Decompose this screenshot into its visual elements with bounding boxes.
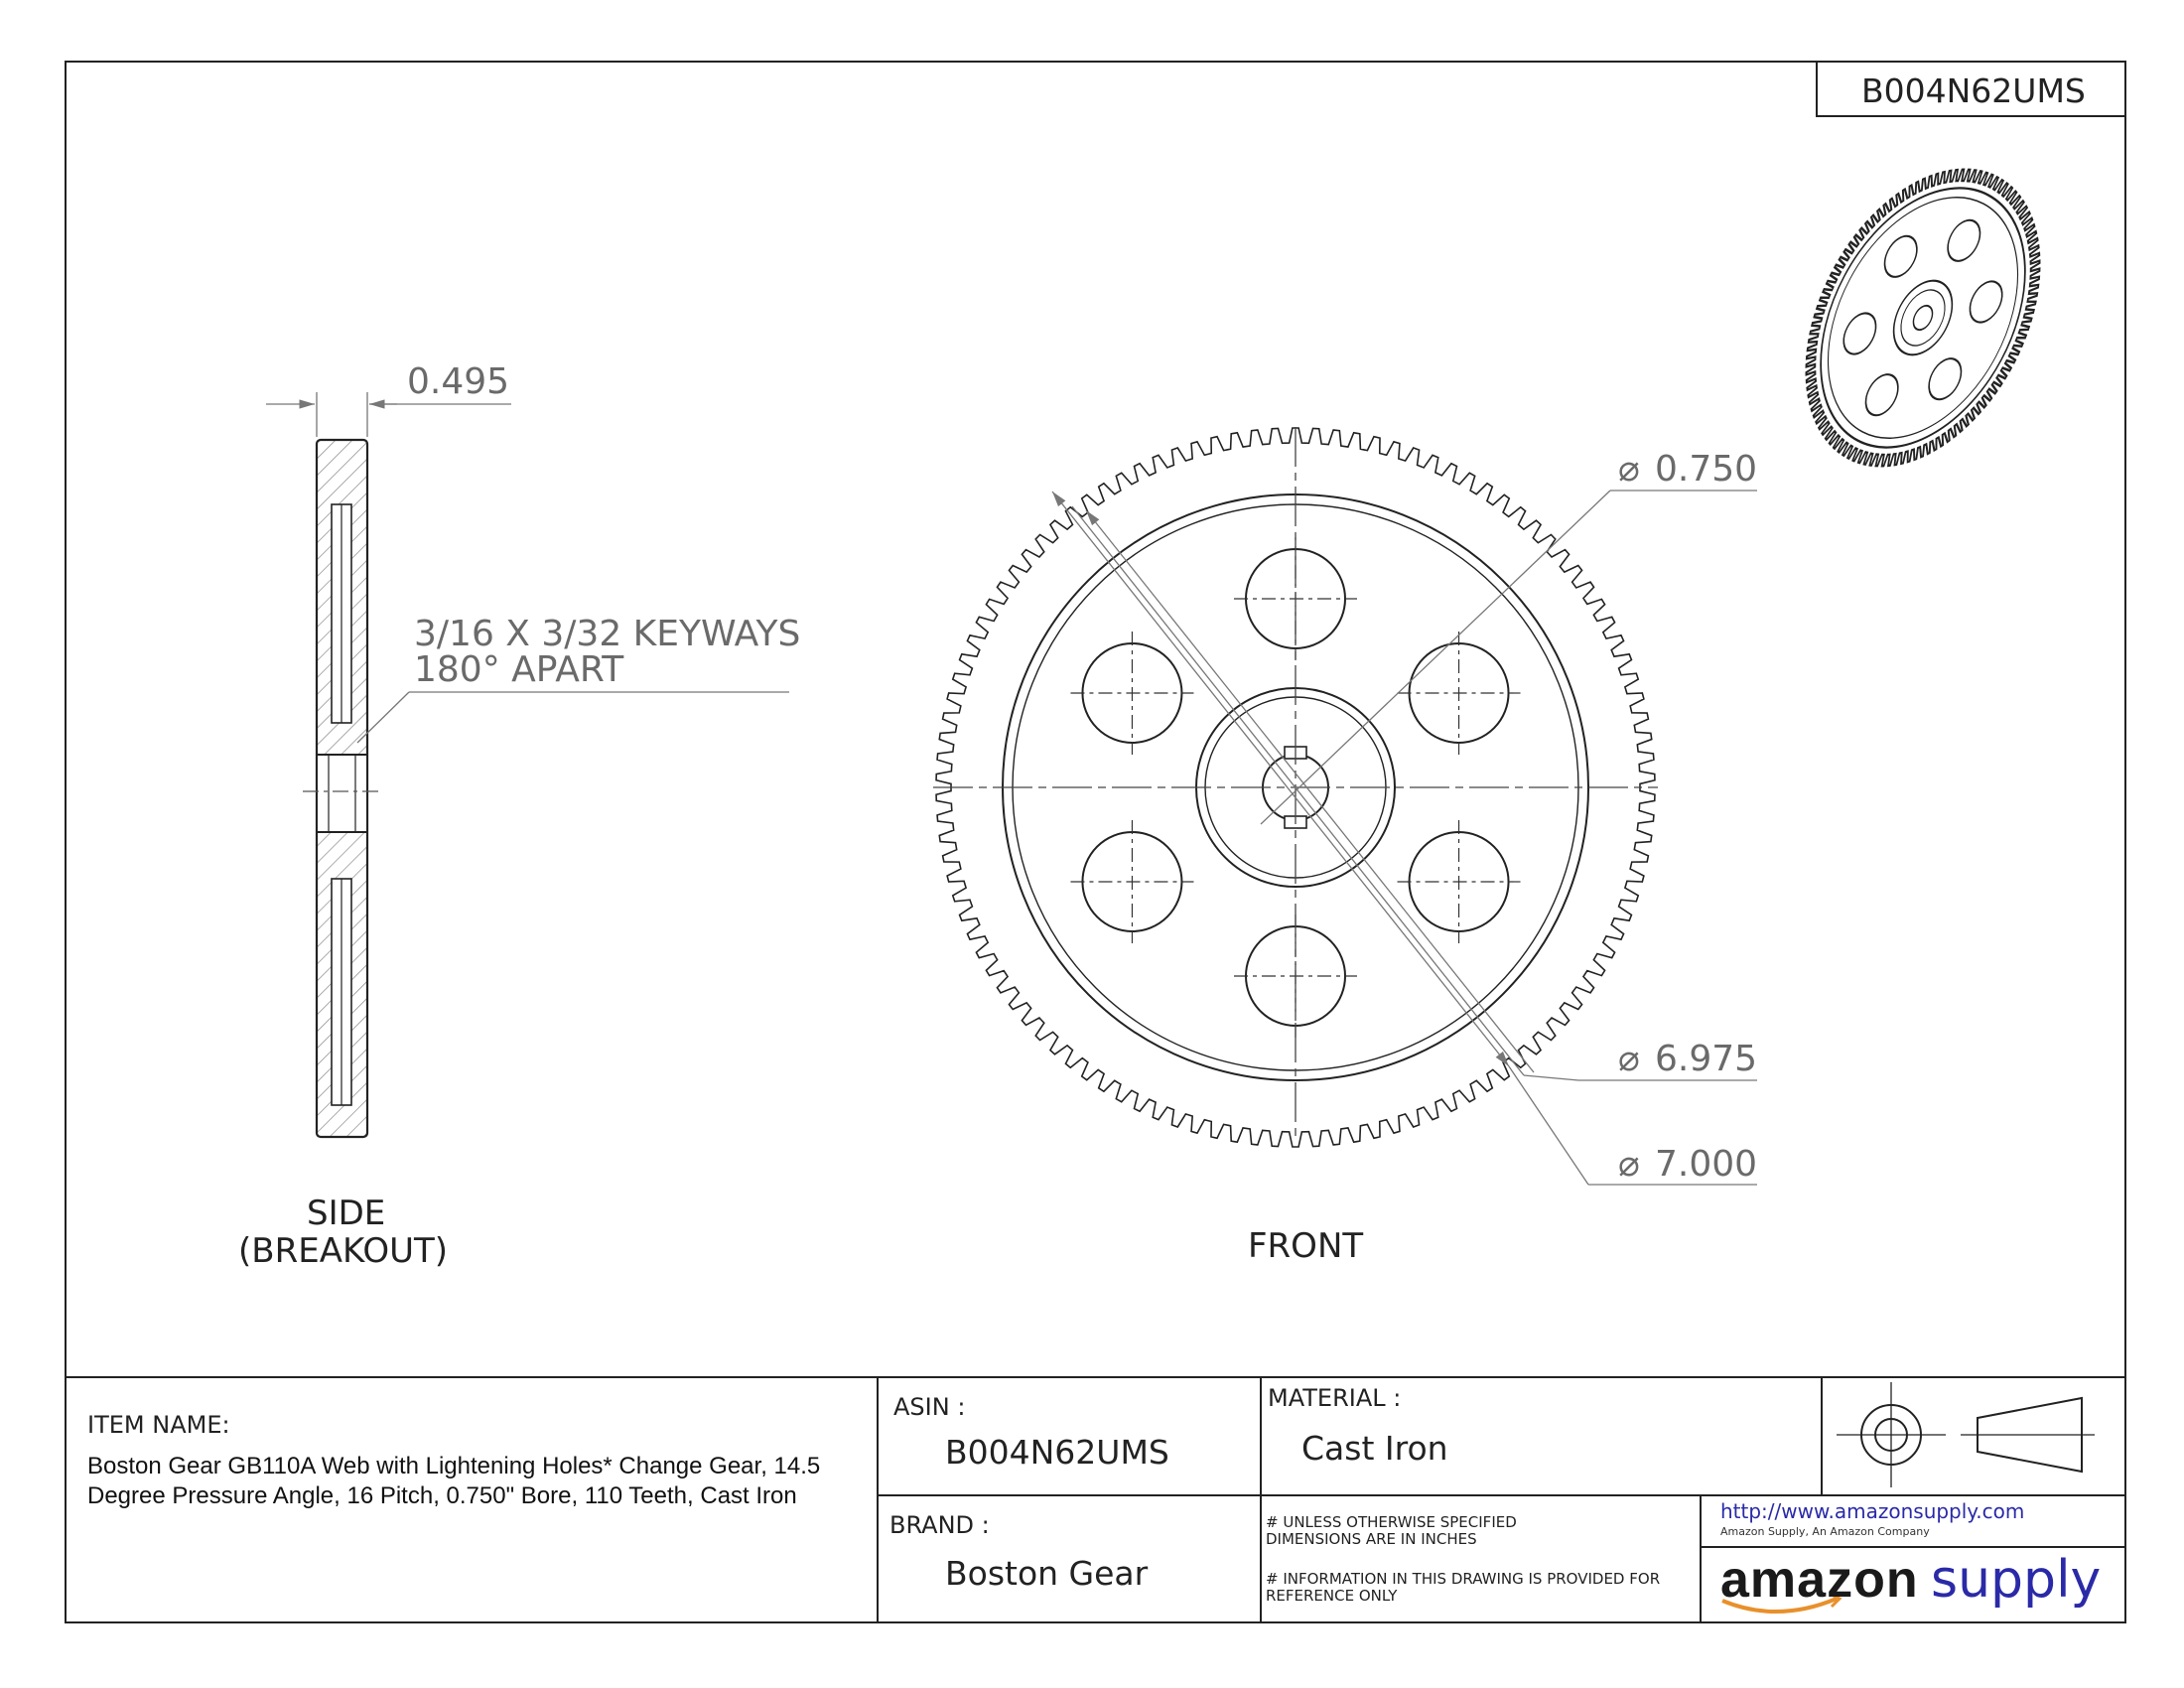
brand-value: Boston Gear: [945, 1554, 1149, 1593]
asin-label: ASIN :: [893, 1393, 966, 1421]
lightening-hole: [1397, 632, 1521, 755]
isometric-view: [1805, 168, 2041, 468]
sheet-border: [65, 61, 2126, 1623]
diameter-icon: ⌀: [1618, 449, 1640, 490]
title-block: [66, 1376, 2125, 1622]
material-value: Cast Iron: [1301, 1429, 1448, 1468]
reference-note: # INFORMATION IN THIS DRAWING IS PROVIDE…: [1266, 1570, 1661, 1606]
brand-label: BRAND :: [889, 1511, 990, 1539]
lightening-hole: [1070, 820, 1194, 943]
lightening-hole: [1070, 632, 1194, 755]
asin-value: B004N62UMS: [945, 1433, 1169, 1472]
third-angle-projection-icon: [1837, 1382, 2095, 1487]
part-number-box: [1816, 61, 2126, 117]
side-view-label: SIDE: [307, 1194, 386, 1233]
side-view: [266, 392, 789, 1139]
supply-logo-text: supply: [1931, 1550, 2102, 1610]
thickness-dimension: 0.495: [407, 361, 510, 402]
amazon-logo-text: amazon: [1720, 1551, 1919, 1609]
front-view: [933, 427, 1757, 1186]
material-label: MATERIAL :: [1268, 1384, 1402, 1412]
amazon-smile-icon: [1721, 1597, 1838, 1614]
diameter-icon: ⌀: [1618, 1039, 1640, 1079]
bore-dimension: 0.750: [1655, 449, 1758, 490]
front-view-label: FRONT: [1248, 1226, 1364, 1266]
part-number: B004N62UMS: [1861, 71, 2086, 110]
amazon-supply-link[interactable]: http://www.amazonsupply.com: [1720, 1499, 2025, 1523]
item-name-label: ITEM NAME:: [87, 1411, 230, 1439]
item-name-value: Boston Gear GB110A Web with Lightening H…: [87, 1453, 821, 1509]
root-dimension: 6.975: [1655, 1039, 1758, 1079]
diameter-icon: ⌀: [1618, 1144, 1640, 1185]
outer-dimension: 7.000: [1655, 1144, 1758, 1185]
units-note: # UNLESS OTHERWISE SPECIFIED DIMENSIONS …: [1266, 1513, 1517, 1549]
company-tagline: Amazon Supply, An Amazon Company: [1720, 1525, 1930, 1538]
side-view-sublabel: (BREAKOUT): [238, 1231, 449, 1271]
keyway-note-line1: 3/16 X 3/32 KEYWAYS: [414, 614, 801, 654]
keyway-note-line2: 180° APART: [414, 649, 624, 690]
